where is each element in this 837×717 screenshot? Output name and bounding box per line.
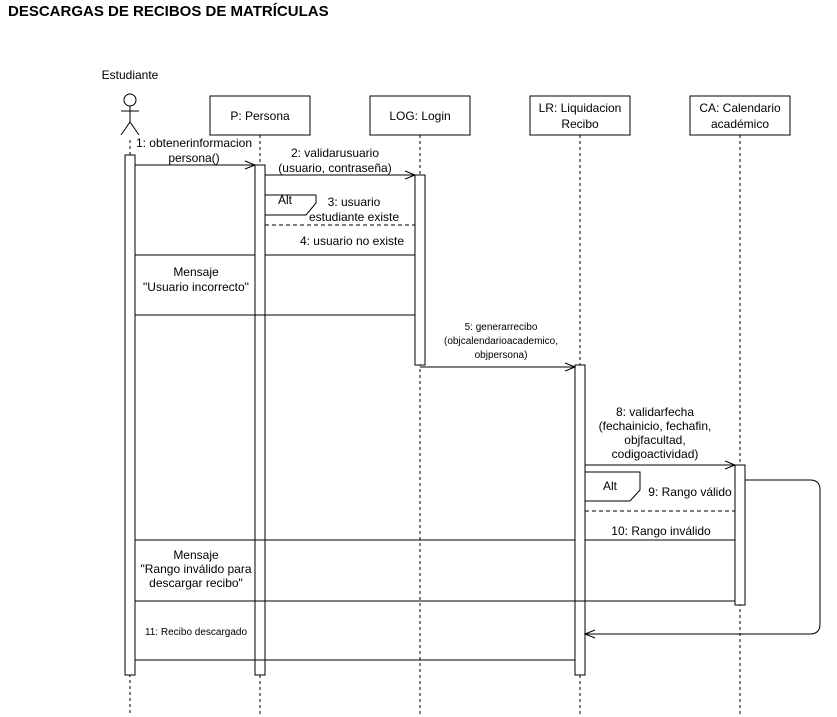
alt-fragment-2: Alt	[585, 471, 735, 512]
text-line: descargar recibo"	[149, 576, 243, 590]
text-line: 5: generarrecibo	[465, 322, 538, 333]
text-line: LR: Liquidacion	[539, 101, 622, 115]
mensaje-usuario-label: Mensaje"Usuario incorrecto"	[143, 265, 249, 294]
text-line: "Rango inválido para	[141, 562, 252, 576]
actor-name: Estudiante	[102, 68, 159, 82]
text-line: estudiante existe	[309, 210, 399, 224]
participant-calendario: CA: Calendario académico	[689, 95, 791, 136]
activation-persona	[254, 164, 266, 676]
message-5-label: 5: generarrecibo (objcalendarioacademico,…	[444, 322, 558, 361]
text-line: codigoactividad)	[612, 447, 699, 461]
text-line: Mensaje	[173, 548, 219, 562]
alt-fragment-label: Alt	[603, 479, 618, 493]
participant-label: LOG: Login	[389, 109, 450, 123]
activation-estudiante	[124, 154, 136, 676]
activation-calendario	[734, 464, 746, 606]
participant-login: LOG: Login	[369, 95, 471, 136]
diagram-title: DESCARGAS DE RECIBOS DE MATRÍCULAS	[8, 3, 329, 20]
text-line: objfacultad,	[624, 433, 685, 447]
text-line: Recibo	[561, 117, 599, 131]
participant-label: P: Persona	[230, 109, 290, 123]
text-line: (usuario, contraseña)	[278, 161, 391, 175]
message-9-label: 9: Rango válido	[648, 485, 732, 499]
text-line: CA: Calendario	[699, 101, 781, 115]
text-line: 2: validarusuario	[291, 146, 379, 160]
return-loop-arrow	[585, 479, 821, 634]
text-line: "Usuario incorrecto"	[143, 280, 249, 294]
text-line: 1: obtenerinformacion	[136, 136, 252, 150]
text-line: (objcalendarioacademico,	[444, 336, 558, 347]
text-line: 11: Recibo descargado	[145, 627, 248, 638]
text-line: 10: Rango inválido	[611, 524, 711, 538]
text-line: persona()	[168, 151, 219, 165]
message-11-label: 11: Recibo descargado	[145, 627, 248, 638]
stick-figure-icon	[120, 93, 140, 136]
activation-liquidacion	[574, 364, 586, 676]
text-line: 9: Rango válido	[648, 485, 732, 499]
participant-persona: P: Persona	[209, 95, 311, 136]
text-line: LOG: Login	[389, 109, 450, 123]
alt-fragment-label: Alt	[278, 193, 293, 207]
activation-login	[414, 174, 426, 366]
message-8-label: 8: validarfecha(fechainicio, fechafin,ob…	[599, 405, 712, 461]
alt-fragment-1: Alt	[265, 193, 415, 226]
text-line: Mensaje	[173, 265, 219, 279]
text-line: 8: validarfecha	[616, 405, 694, 419]
text-line: académico	[711, 117, 769, 131]
message-2-label: 2: validarusuario(usuario, contraseña)	[278, 146, 391, 175]
participant-label: CA: Calendario académico	[699, 101, 781, 131]
message-4-label: 4: usuario no existe	[300, 234, 404, 248]
text-line: 3: usuario	[328, 195, 381, 209]
actor-estudiante: Estudiante	[102, 68, 159, 136]
text-line: objpersona)	[475, 350, 528, 361]
text-line: (fechainicio, fechafin,	[599, 419, 712, 433]
text-line: 4: usuario no existe	[300, 234, 404, 248]
message-10-label: 10: Rango inválido	[611, 524, 711, 538]
text-line: P: Persona	[230, 109, 290, 123]
